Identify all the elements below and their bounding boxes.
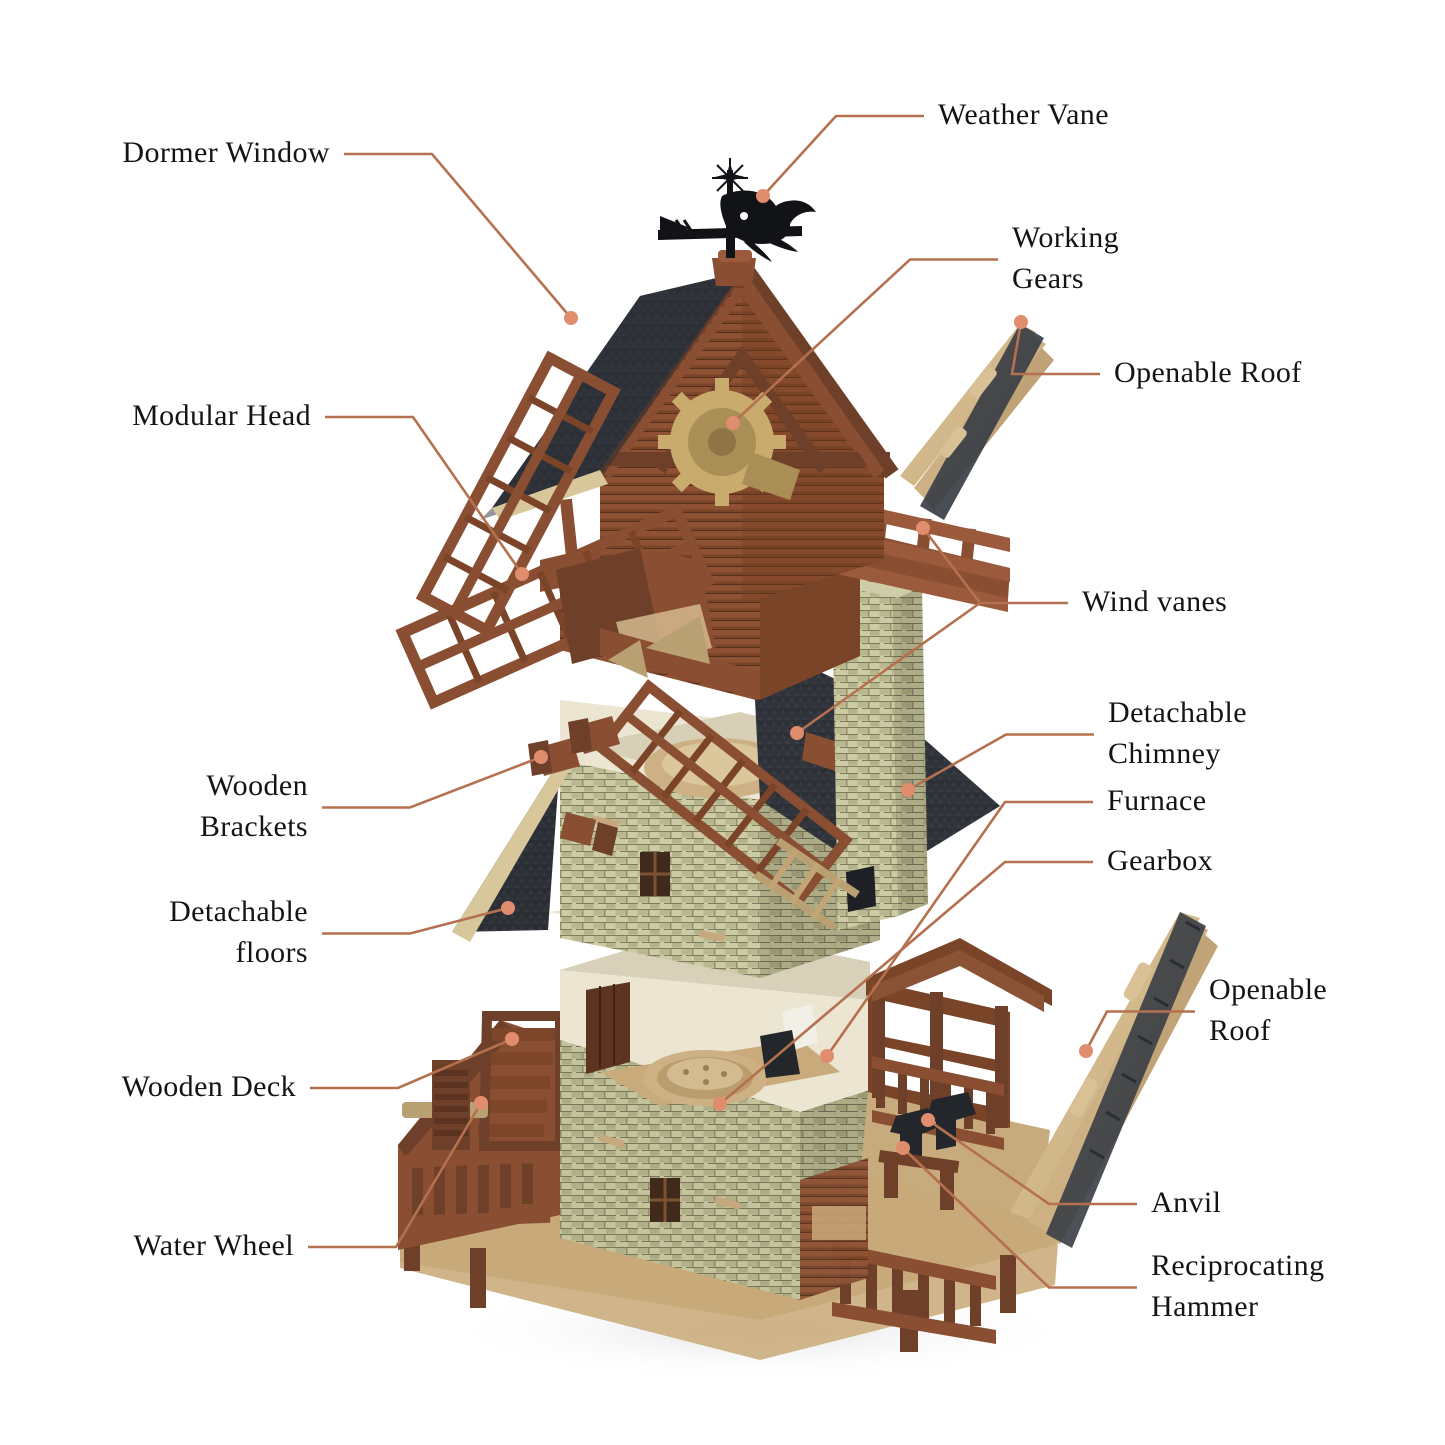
leader-anchor-dot — [820, 1049, 834, 1063]
leader-line — [325, 415, 524, 575]
water-wheel-assembly — [398, 1011, 565, 1250]
callout-label-text: Wooden — [206, 769, 308, 802]
leader-anchor-dot — [501, 901, 515, 915]
callout-modular-head[interactable]: Modular Head — [132, 399, 311, 432]
callout-label-text: Dormer Window — [122, 136, 330, 169]
mid-section — [452, 570, 1000, 978]
leader-line — [1010, 321, 1100, 376]
leader-lines — [308, 114, 1195, 1289]
callout-label-text: Openable Roof — [1114, 356, 1302, 389]
callout-label-text: Gearbox — [1107, 844, 1213, 877]
callout-label-text: Detachable — [169, 895, 308, 928]
callout-label-text: Gears — [1012, 262, 1084, 295]
leader-line — [921, 527, 1068, 605]
leader-anchor-dot — [515, 567, 529, 581]
callout-label-text: Brackets — [200, 810, 308, 843]
leader-anchor-dot — [1014, 315, 1028, 329]
callout-label-text: Wooden Deck — [122, 1070, 296, 1103]
gearbox — [643, 1050, 767, 1106]
leader-anchor-dot — [756, 189, 770, 203]
ladder — [753, 837, 860, 932]
callout-anvil[interactable]: Anvil — [1151, 1186, 1221, 1219]
callout-label-text: Detachable — [1108, 696, 1247, 729]
cap-section — [395, 158, 1054, 710]
leader-anchor-dot — [790, 726, 804, 740]
weather-vane — [658, 158, 816, 286]
callout-openable-roof-top[interactable]: Openable Roof — [1114, 356, 1302, 389]
callout-label-text: Chimney — [1108, 737, 1221, 770]
callout-label-text: Roof — [1209, 1014, 1271, 1047]
leader-line — [927, 1118, 1137, 1206]
callout-water-wheel[interactable]: Water Wheel — [133, 1229, 294, 1262]
leader-line — [762, 114, 924, 197]
leader-line-branch — [796, 601, 981, 735]
working-gears — [658, 378, 800, 506]
base-section — [398, 912, 1218, 1360]
leader-anchor-dot — [564, 311, 578, 325]
callout-label-text: Anvil — [1151, 1186, 1221, 1219]
callout-label-text: Modular Head — [132, 399, 311, 432]
furnace — [760, 1004, 818, 1078]
leader-anchor-dot — [534, 750, 548, 764]
leader-anchor-dot — [916, 521, 930, 535]
callout-detachable-floors[interactable]: Detachable floors — [169, 895, 308, 969]
leader-anchor-dot — [1079, 1044, 1093, 1058]
leader-line — [322, 755, 542, 809]
callout-label-text: Hammer — [1151, 1290, 1258, 1323]
leader-line — [310, 1037, 513, 1090]
leader-anchor-dot — [896, 1141, 910, 1155]
leader-anchor-dot — [474, 1096, 488, 1110]
callout-label-text: Openable — [1209, 973, 1327, 1006]
leader-line — [344, 152, 572, 319]
callout-label-text: floors — [236, 936, 308, 969]
leader-anchor-dot — [713, 1097, 727, 1111]
callout-label-text: Reciprocating — [1151, 1249, 1324, 1282]
callout-gearbox[interactable]: Gearbox — [1107, 844, 1213, 877]
leader-line — [902, 1147, 1137, 1289]
leader-anchor-dot — [726, 416, 740, 430]
leader-line — [825, 800, 1093, 1057]
callout-weather-vane[interactable]: Weather Vane — [938, 98, 1109, 131]
openable-roof-lower — [1010, 912, 1218, 1248]
callout-label-text: Working — [1012, 221, 1119, 254]
leader-line — [719, 860, 1093, 1105]
callout-wind-vanes[interactable]: Wind vanes — [1082, 585, 1227, 618]
callout-furnace[interactable]: Furnace — [1107, 784, 1206, 817]
callout-label-text: Wind vanes — [1082, 585, 1227, 618]
leader-line — [322, 906, 509, 935]
forge-wing — [860, 938, 1052, 1215]
leader-line — [1084, 1010, 1195, 1052]
callout-label-text: Weather Vane — [938, 98, 1109, 131]
callout-dormer-window[interactable]: Dormer Window — [122, 136, 330, 169]
leader-line — [907, 733, 1094, 792]
leader-anchor-dot — [901, 783, 915, 797]
wooden-brackets-low — [560, 812, 618, 856]
leader-line — [732, 258, 998, 424]
callout-label-text: Furnace — [1107, 784, 1206, 817]
leader-anchor-dot — [921, 1113, 935, 1127]
callout-label-text: Water Wheel — [133, 1229, 294, 1262]
leader-line — [308, 1102, 483, 1249]
leader-anchor-dot — [505, 1032, 519, 1046]
callout-wooden-deck[interactable]: Wooden Deck — [122, 1070, 296, 1103]
